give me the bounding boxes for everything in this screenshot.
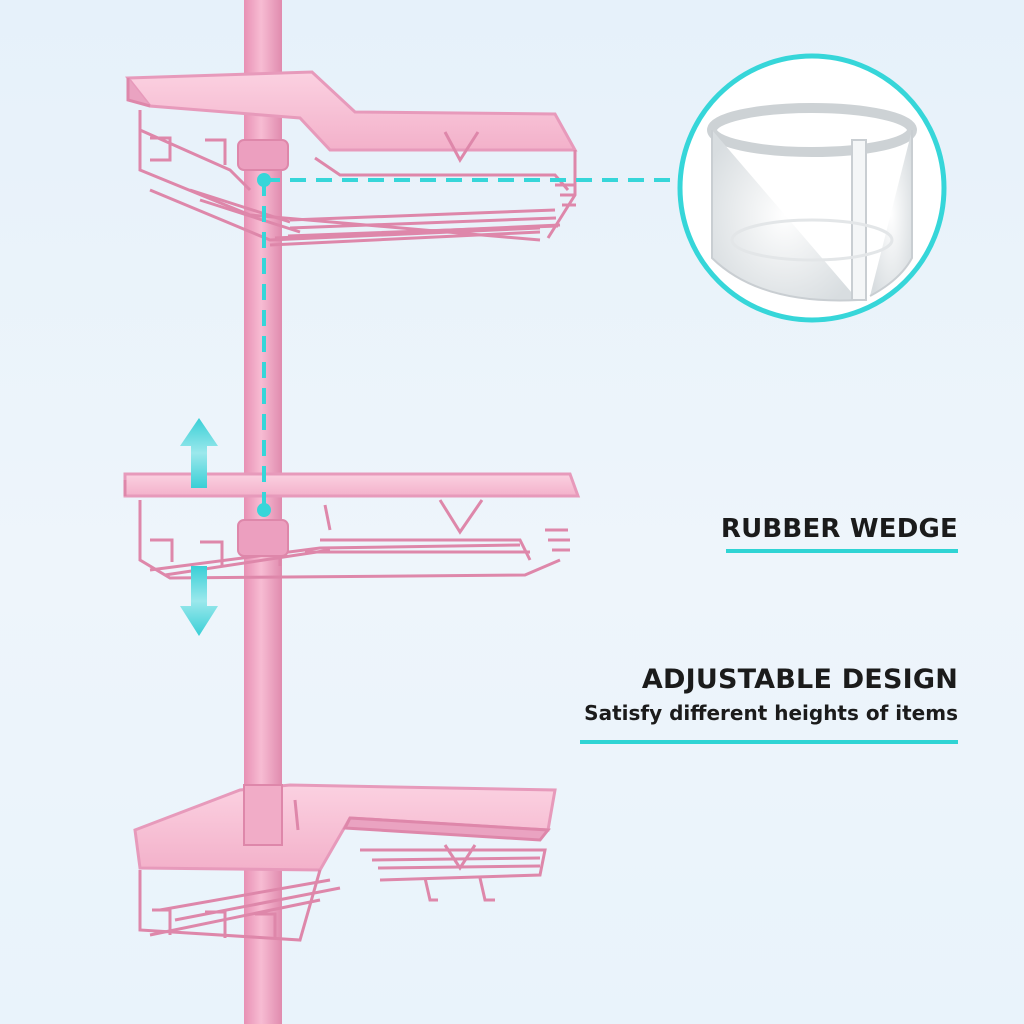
pointer-dot-top [257,173,271,187]
pointer-dot-middle [257,503,271,517]
rubber-wedge-label: RUBBER WEDGE [721,514,958,544]
dashed-callout-line [262,178,670,510]
adjustable-design-underline [580,740,958,744]
bottom-shelf [133,783,557,942]
up-down-arrow-icon [180,418,218,636]
middle-shelf [123,472,581,580]
rubber-wedge-underline [726,549,958,553]
adjustable-design-label: ADJUSTABLE DESIGN Satisfy different heig… [584,664,958,725]
rubber-wedge-closeup [677,53,947,323]
adjustable-design-subtitle: Satisfy different heights of items [584,701,958,725]
top-shelf [124,70,578,247]
rubber-wedge-title: RUBBER WEDGE [720,514,958,544]
adjustable-design-title: ADJUSTABLE DESIGN [641,664,958,695]
